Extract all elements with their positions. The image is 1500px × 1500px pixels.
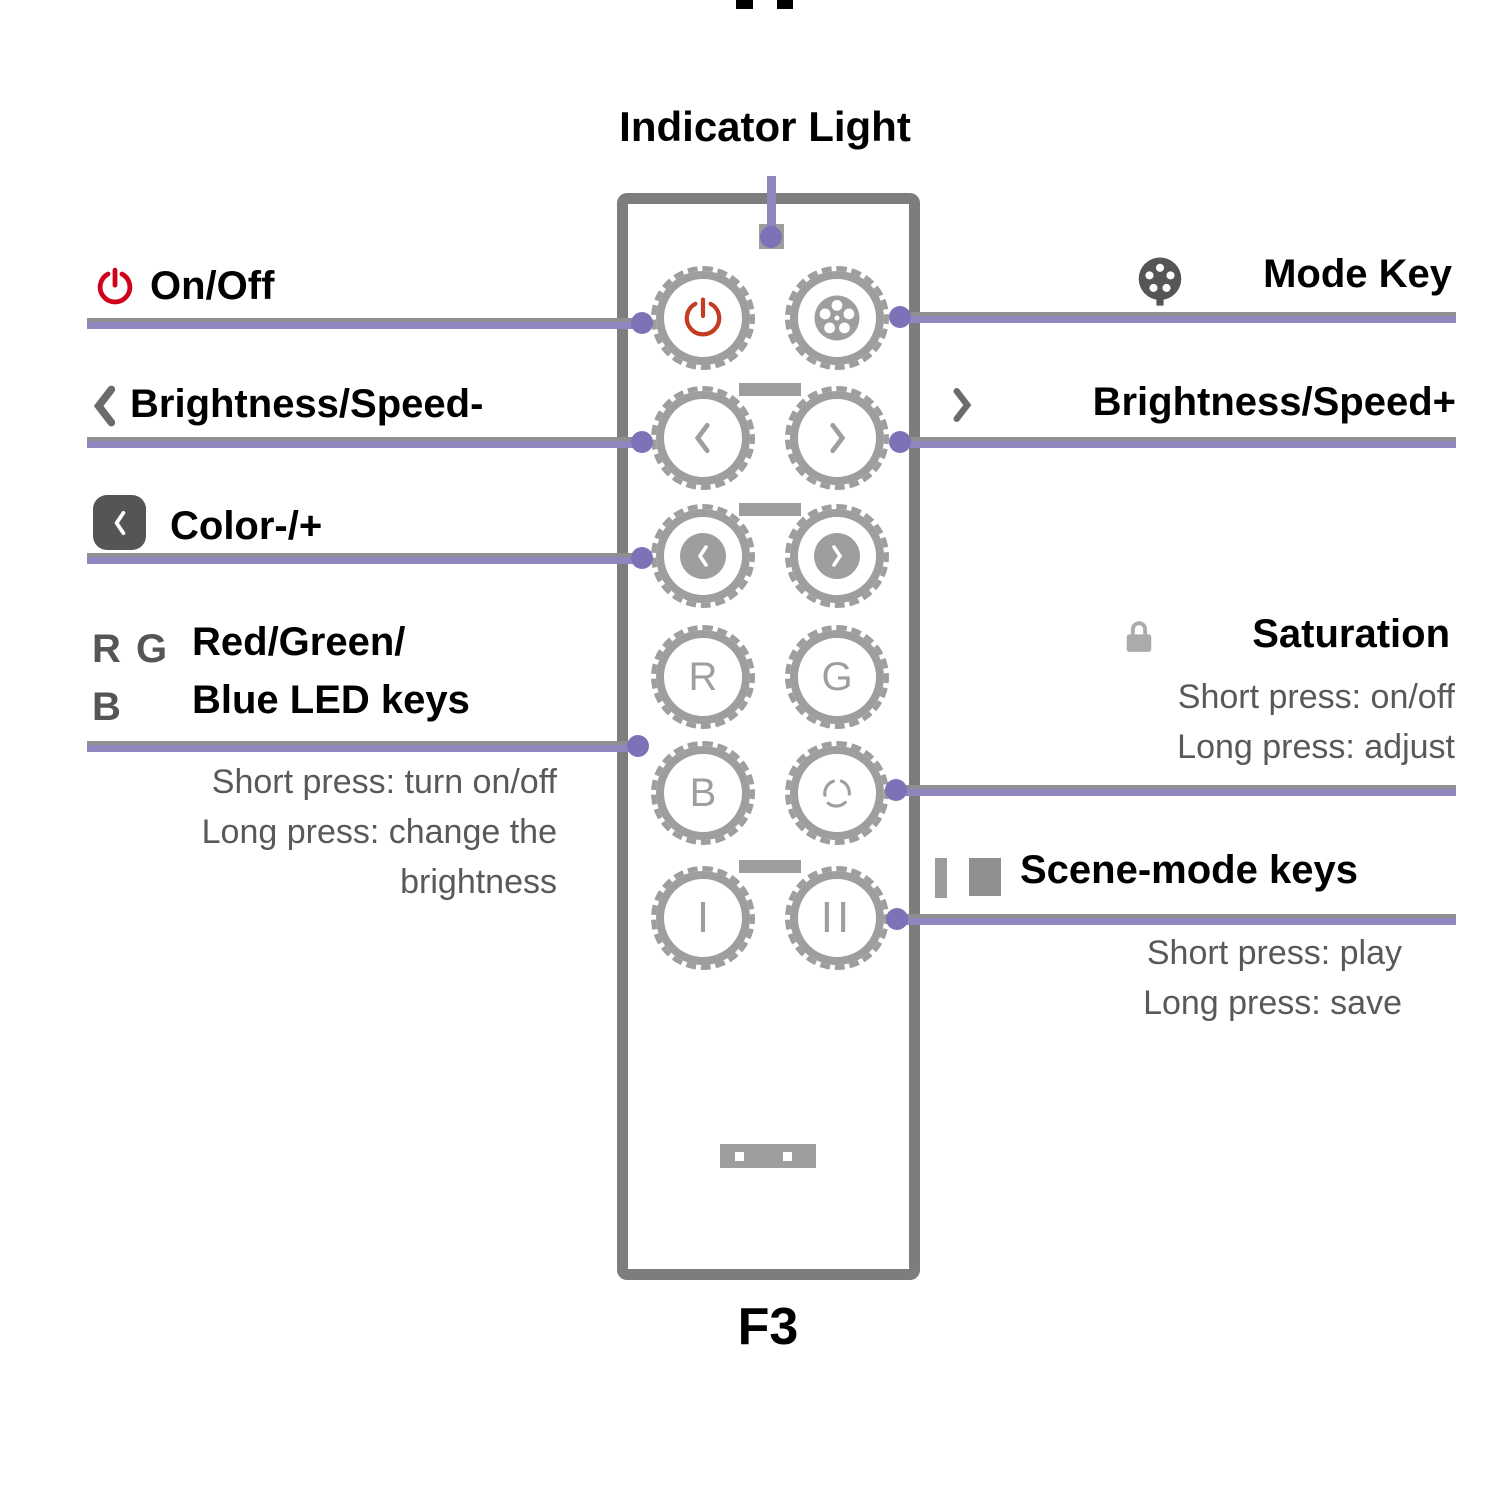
scene-1-label: I bbox=[696, 893, 710, 942]
ir-window-hole bbox=[783, 1152, 792, 1161]
led-keys-label-line1: Red/Green/ bbox=[192, 620, 406, 664]
saturation-note: Short press: on/off Long press: adjust bbox=[1177, 672, 1455, 772]
onoff-leader-line bbox=[87, 318, 646, 329]
cycle-icon bbox=[823, 779, 851, 808]
led-keys-note-line1: Short press: turn on/off bbox=[211, 763, 557, 801]
scene-1-button: I bbox=[651, 866, 755, 970]
scene-1-key-icon bbox=[935, 858, 947, 898]
saturation-label: Saturation bbox=[1252, 612, 1450, 656]
led-keys-note-line3: brightness bbox=[400, 863, 557, 901]
mode-leader-dot bbox=[889, 306, 911, 328]
indicator-light-label: Indicator Light bbox=[619, 103, 911, 150]
mini-r-icon: R bbox=[92, 627, 121, 671]
chevron-left-icon bbox=[93, 385, 116, 427]
mode-key-label: Mode Key bbox=[1263, 252, 1452, 296]
scene-2-button: II bbox=[785, 866, 889, 970]
scene-2-label: II bbox=[820, 893, 854, 942]
chevron-right-icon bbox=[832, 545, 843, 567]
model-label: F3 bbox=[737, 1298, 799, 1356]
blue-led-button: B bbox=[651, 741, 755, 845]
brightness-minus-label: Brightness/Speed- bbox=[130, 382, 484, 426]
red-led-button: R bbox=[651, 625, 755, 729]
scene-leader-dot bbox=[886, 908, 908, 930]
blue-button-label: B bbox=[689, 771, 717, 815]
color-minus-disc bbox=[680, 533, 726, 579]
brightness-plus-button bbox=[785, 386, 889, 490]
brightness-plus-leader-dot bbox=[889, 431, 911, 453]
power-button bbox=[651, 266, 755, 370]
brightness-plus-label: Brightness/Speed+ bbox=[1092, 380, 1456, 424]
mode-key-icon-box bbox=[1133, 253, 1187, 309]
led-keys-leader-dot bbox=[627, 735, 649, 757]
scene-keys-note: Short press: play Long press: save bbox=[1143, 928, 1402, 1028]
scene-leader-line bbox=[895, 914, 1456, 925]
saturation-icon-box bbox=[1116, 615, 1162, 659]
button-separator bbox=[739, 503, 801, 516]
mini-g-icon: G bbox=[136, 627, 168, 671]
onoff-label: On/Off bbox=[150, 264, 275, 308]
button-separator bbox=[739, 860, 801, 873]
color-minus-button bbox=[651, 504, 755, 608]
chevron-right-icon bbox=[953, 388, 972, 422]
color-label: Color-/+ bbox=[170, 504, 323, 548]
led-keys-leader-line bbox=[87, 741, 642, 752]
film-reel-icon bbox=[814, 295, 860, 341]
indicator-leader-dot bbox=[760, 226, 782, 248]
mini-b-icon: B bbox=[92, 685, 121, 729]
led-keys-note: Short press: turn on/off Long press: cha… bbox=[90, 757, 557, 907]
color-leader-line bbox=[87, 553, 646, 564]
mode-button bbox=[785, 266, 889, 370]
onoff-icon-box bbox=[93, 263, 137, 311]
ir-window-hole bbox=[735, 1152, 744, 1161]
led-keys-note-line2: Long press: change the bbox=[201, 813, 557, 851]
scene-note-line2: Long press: save bbox=[1143, 984, 1402, 1022]
color-plus-button bbox=[785, 504, 889, 608]
chevron-left-icon bbox=[694, 422, 710, 454]
brightness-plus-icon-box bbox=[948, 386, 976, 424]
chevron-left-icon bbox=[697, 545, 708, 567]
brightness-plus-leader-line bbox=[898, 437, 1456, 448]
green-led-button: G bbox=[785, 625, 889, 729]
power-icon bbox=[684, 297, 722, 337]
brightness-minus-leader-line bbox=[87, 437, 646, 448]
onoff-leader-dot bbox=[631, 312, 653, 334]
color-plus-disc bbox=[814, 533, 860, 579]
green-button-label: G bbox=[821, 655, 853, 699]
brightness-minus-button bbox=[651, 386, 755, 490]
scene-note-line1: Short press: play bbox=[1146, 934, 1402, 972]
chevron-left-icon bbox=[113, 510, 125, 535]
button-separator bbox=[739, 383, 801, 396]
remote-body bbox=[617, 193, 920, 1280]
saturation-leader-line bbox=[894, 785, 1456, 796]
color-key-icon bbox=[93, 495, 146, 550]
ir-window-plate bbox=[720, 1144, 816, 1168]
led-keys-label-line2: Blue LED keys bbox=[192, 678, 470, 722]
scene-2-key-icon bbox=[969, 858, 1001, 896]
brightness-minus-leader-dot bbox=[631, 431, 653, 453]
saturation-button bbox=[785, 741, 889, 845]
film-reel-icon bbox=[1138, 257, 1182, 306]
indicator-leader-line bbox=[767, 176, 776, 238]
saturation-leader-dot bbox=[885, 779, 907, 801]
cropped-text-mark bbox=[736, 0, 753, 9]
chevron-right-icon bbox=[830, 422, 846, 454]
scene-keys-label: Scene-mode keys bbox=[1020, 848, 1358, 892]
saturation-note-line2: Long press: adjust bbox=[1177, 728, 1455, 766]
power-icon bbox=[97, 267, 133, 305]
color-leader-dot bbox=[631, 547, 653, 569]
lock-icon bbox=[1126, 621, 1152, 652]
mode-leader-line bbox=[898, 312, 1456, 323]
saturation-note-line1: Short press: on/off bbox=[1177, 678, 1455, 716]
cropped-text-mark bbox=[777, 0, 793, 9]
red-button-label: R bbox=[688, 655, 718, 699]
brightness-minus-icon-box bbox=[90, 383, 120, 429]
